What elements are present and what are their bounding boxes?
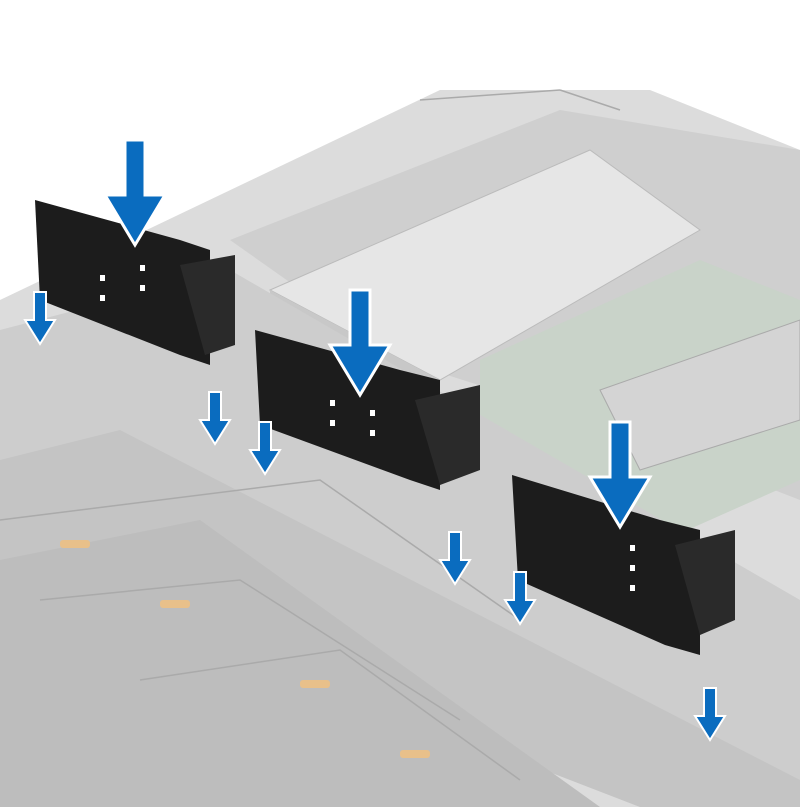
bracket-1	[35, 200, 235, 365]
bracket-2	[255, 330, 480, 490]
bracket-3	[512, 475, 735, 655]
